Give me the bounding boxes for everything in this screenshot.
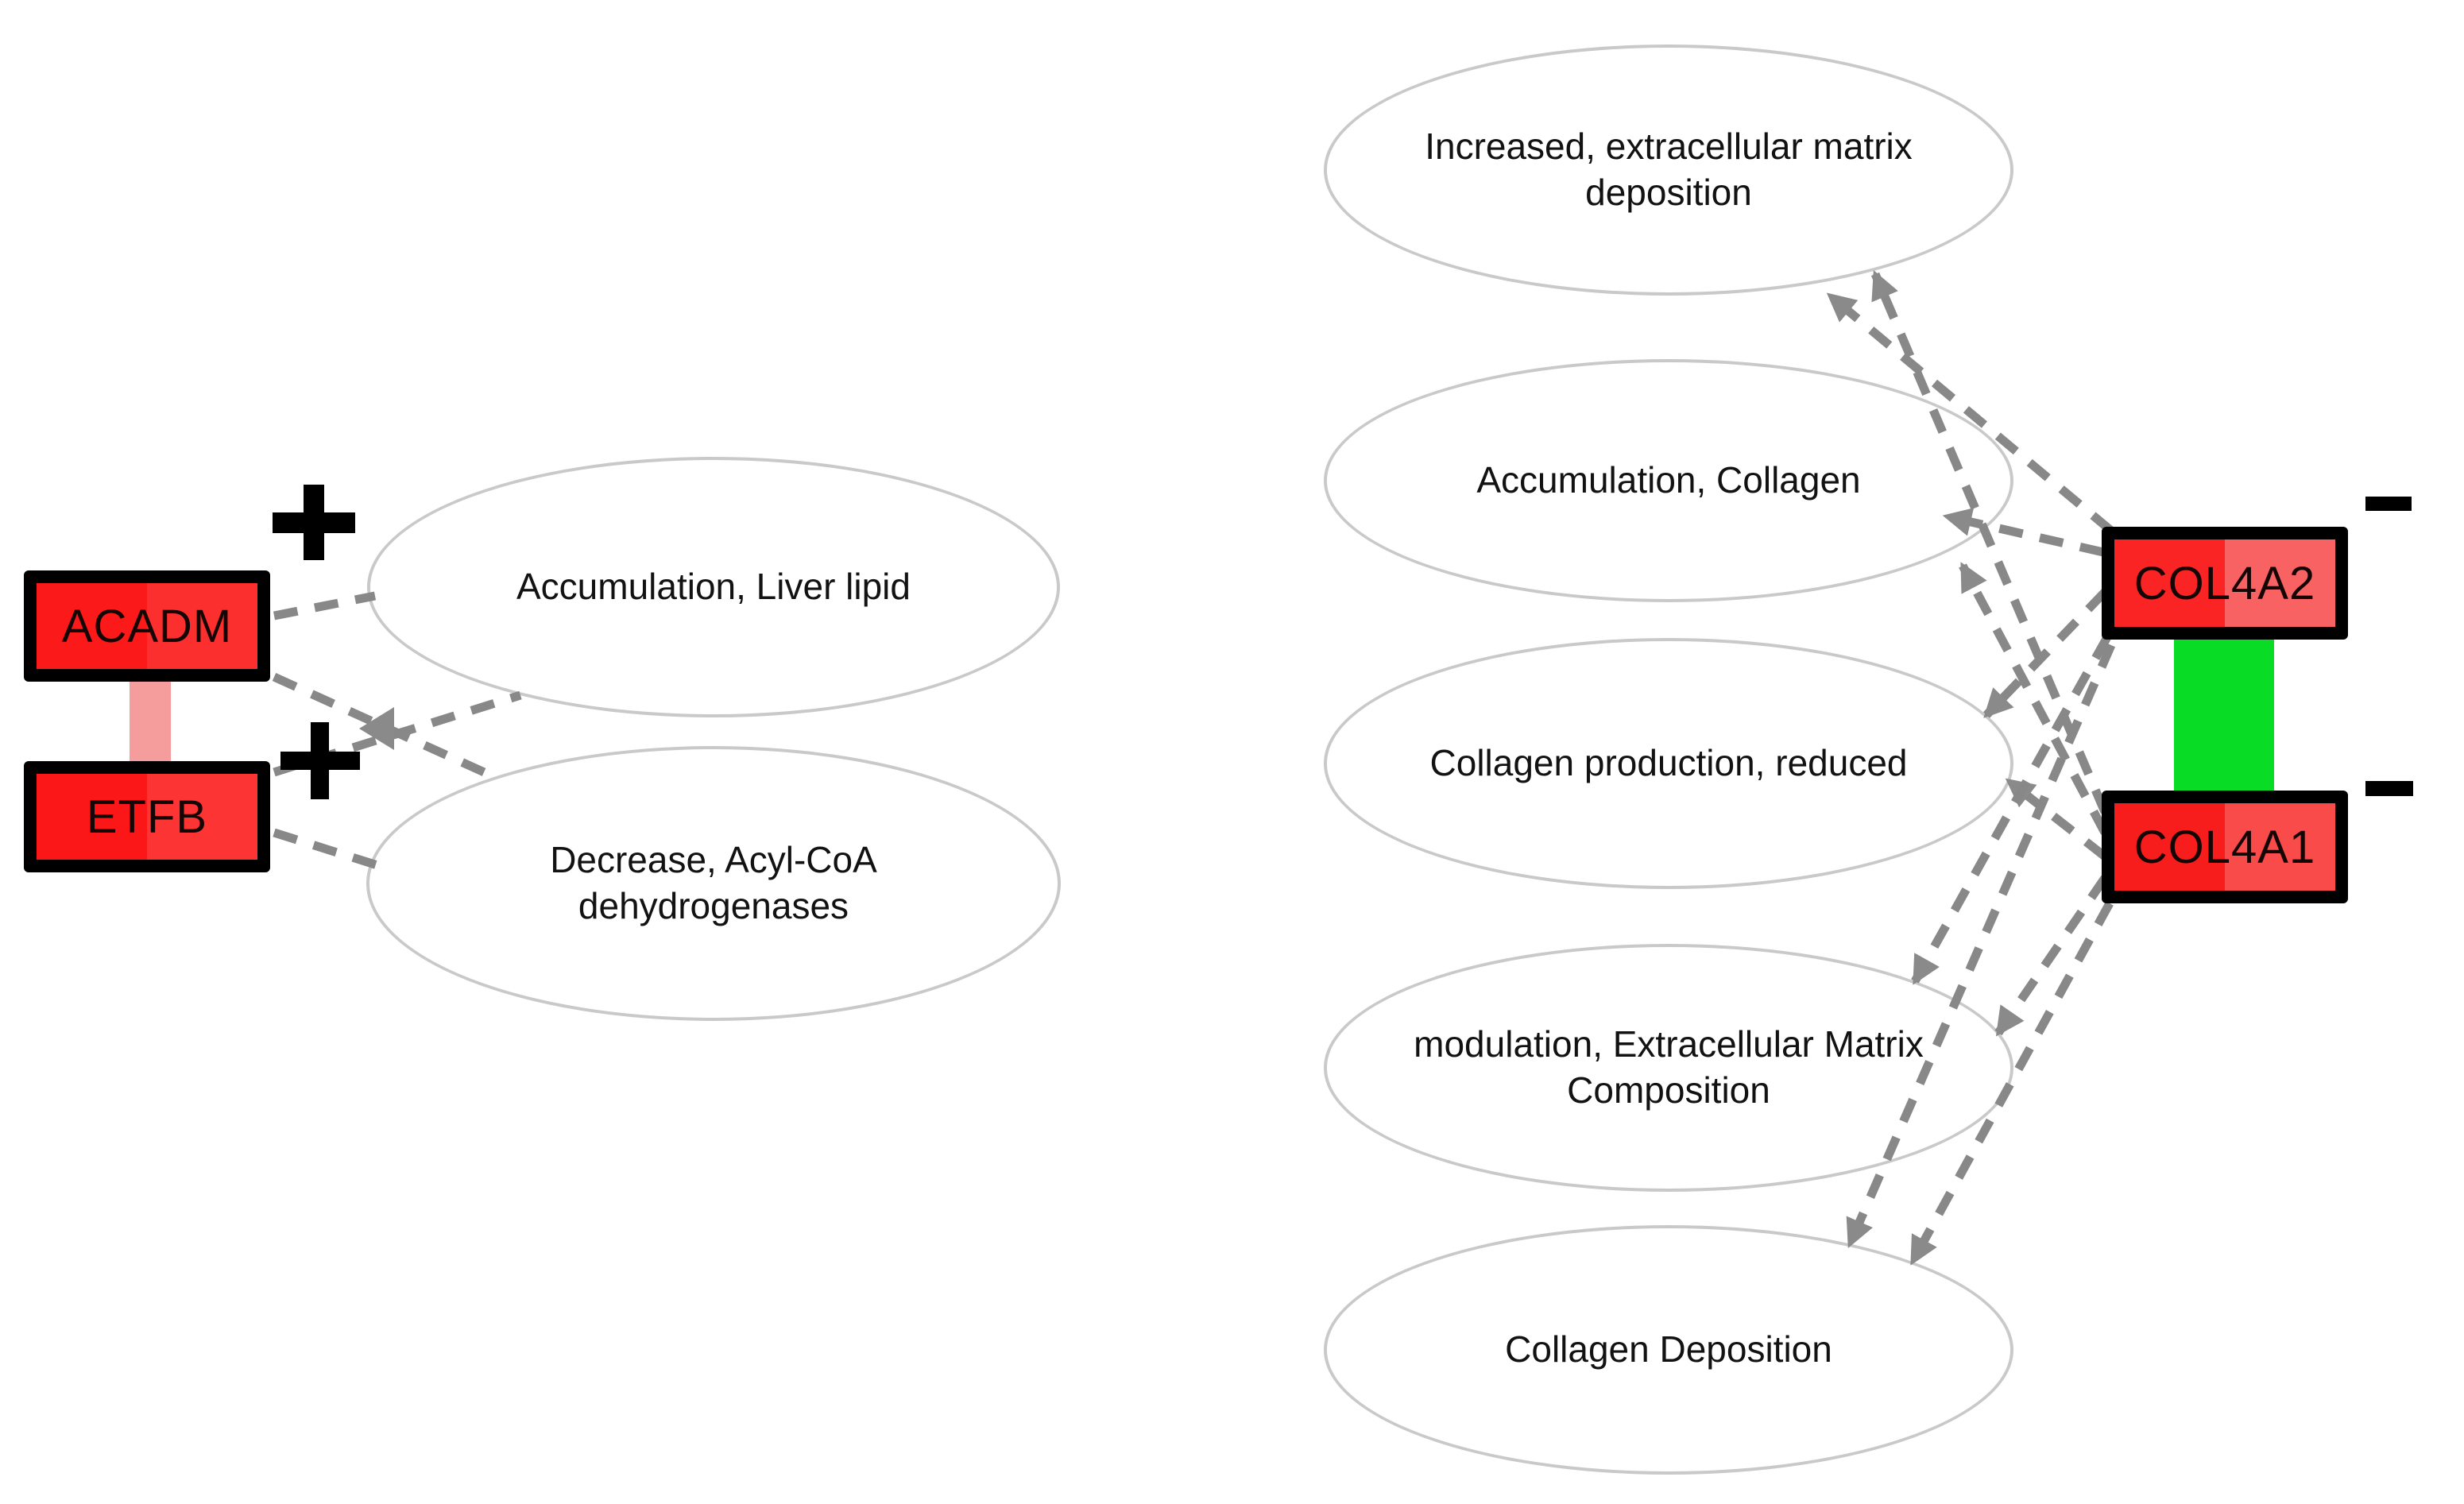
plus-sign-bar <box>311 722 329 799</box>
plus-sign-bar <box>304 485 324 560</box>
minus-sign-col4a2 <box>2365 497 2412 511</box>
minus-sign-col4a1 <box>2365 781 2413 796</box>
gene-label: ETFB <box>86 791 208 843</box>
function-node-liver-lipid-accumulation[interactable]: Accumulation, Liver lipid <box>367 457 1060 717</box>
col4a2-col4a1-interaction-connector[interactable] <box>2174 638 2274 794</box>
gene-node-col4a1[interactable]: COL4A1 <box>2102 791 2348 903</box>
function-label: modulation, Extracellular Matrix Composi… <box>1414 1023 1924 1111</box>
function-label: Decrease, Acyl-CoA dehydrogenases <box>550 839 877 926</box>
function-label: Accumulation, Liver lipid <box>516 566 911 608</box>
edge-acadm-liver-lipid <box>273 591 377 621</box>
function-label: Collagen production, reduced <box>1429 742 1908 784</box>
gene-node-acadm[interactable]: ACADM <box>24 570 270 682</box>
edge-etfb-acylcoa <box>273 828 381 871</box>
gene-label: COL4A1 <box>2133 821 2316 873</box>
function-label: Increased, extracellular matrix depositi… <box>1425 126 1913 213</box>
edge-col4a1-ecm-modulation <box>1994 875 2109 1037</box>
edge-col4a1-collagen-prod <box>2005 777 2108 860</box>
gene-label: ACADM <box>61 600 233 652</box>
function-node-ecm-composition-modulation[interactable]: modulation, Extracellular Matrix Composi… <box>1324 944 2013 1192</box>
gene-label: COL4A2 <box>2133 557 2316 609</box>
gene-node-col4a2[interactable]: COL4A2 <box>2102 527 2348 640</box>
gene-node-etfb[interactable]: ETFB <box>24 761 270 872</box>
arrowhead-left <box>359 707 394 750</box>
edge-col4a2-collagen-prod <box>1983 589 2108 718</box>
function-node-collagen-deposition[interactable]: Collagen Deposition <box>1324 1225 2013 1475</box>
function-label: Accumulation, Collagen <box>1476 459 1861 501</box>
function-label: Collagen Deposition <box>1505 1328 1832 1371</box>
acadm-etfb-interaction-connector[interactable] <box>130 675 171 772</box>
function-node-ecm-deposition-increased[interactable]: Increased, extracellular matrix depositi… <box>1324 44 2013 296</box>
function-node-collagen-production-reduced[interactable]: Collagen production, reduced <box>1324 638 2013 889</box>
function-node-collagen-accumulation[interactable]: Accumulation, Collagen <box>1324 359 2013 602</box>
function-node-acylcoa-dehydrogenases-decrease[interactable]: Decrease, Acyl-CoA dehydrogenases <box>366 746 1061 1021</box>
